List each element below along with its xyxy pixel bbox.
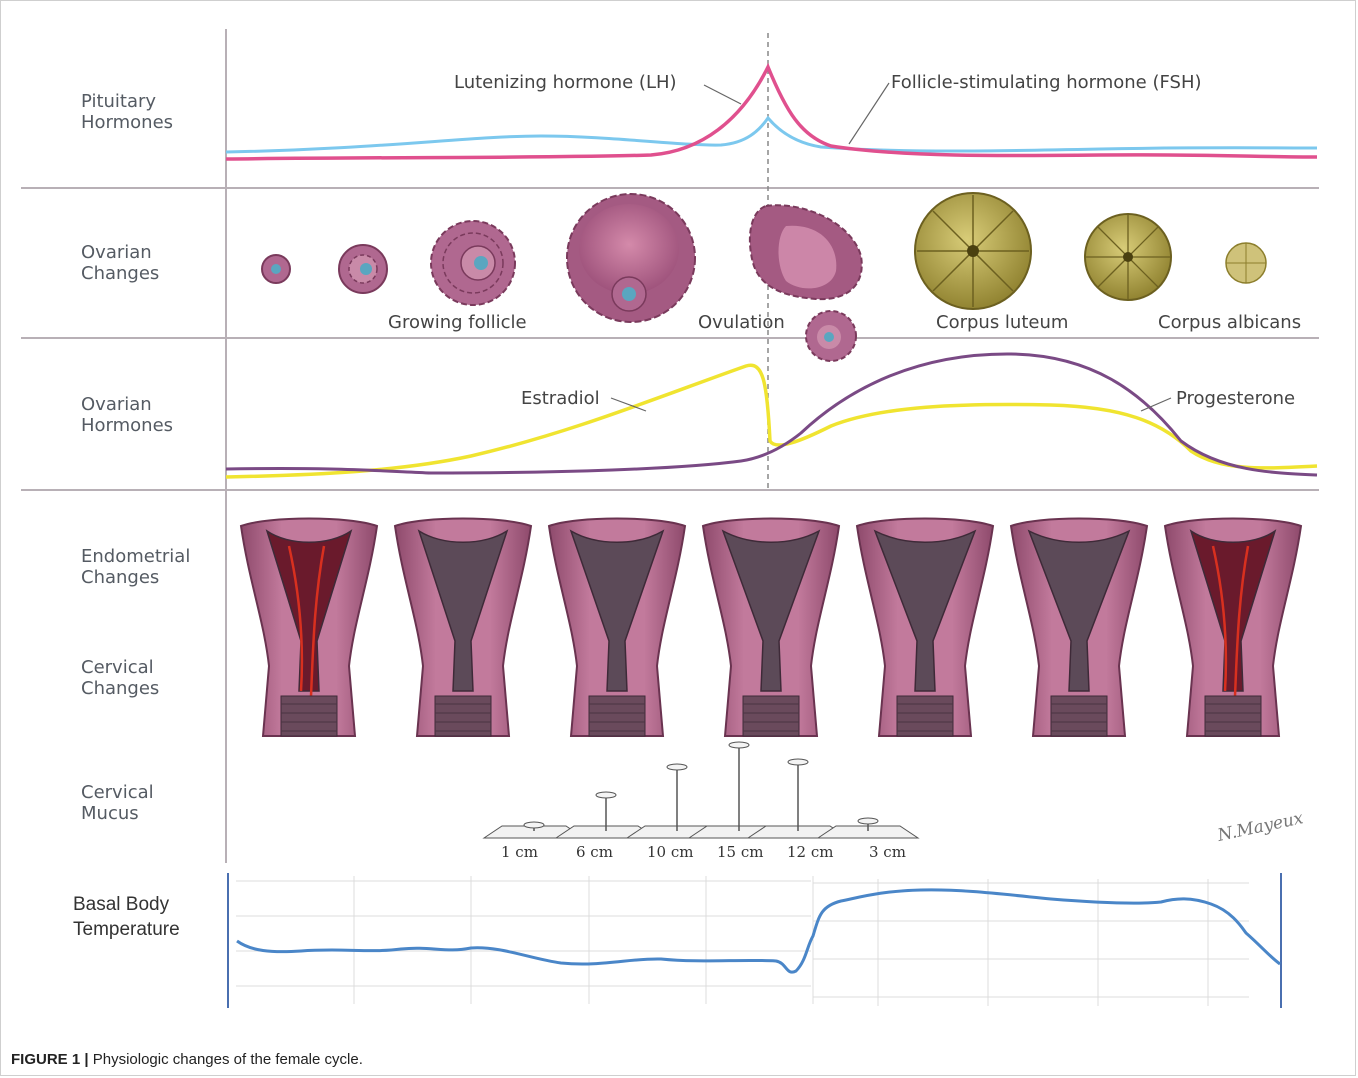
secondary-follicle [431, 221, 515, 305]
mucus-label-3: 10 cm [647, 843, 693, 861]
uterus-6 [1011, 519, 1147, 737]
estradiol-label: Estradiol [521, 388, 600, 409]
figure-caption: FIGURE 1 | Physiologic changes of the fe… [11, 1051, 363, 1068]
corpus-luteum-small [1085, 214, 1171, 300]
corpus-luteum-large [915, 193, 1031, 309]
caption-label: FIGURE 1 | [11, 1051, 89, 1068]
corpus-albicans [1226, 243, 1266, 283]
fsh-leader [849, 83, 889, 144]
fsh-label: Follicle-stimulating hormone (FSH) [891, 72, 1202, 93]
lh-label: Lutenizing hormone (LH) [454, 72, 677, 93]
artist-signature: N.Mayeux [1215, 808, 1306, 846]
uterus-2 [395, 519, 531, 737]
bbt-curve [237, 890, 1280, 972]
progesterone-label: Progesterone [1176, 388, 1295, 409]
estradiol-curve [226, 365, 1317, 477]
uterus-3 [549, 519, 685, 737]
uterus-1 [241, 519, 377, 737]
mucus-label-2: 6 cm [576, 843, 613, 861]
uterus-7 [1165, 519, 1301, 737]
growing-follicle-label: Growing follicle [388, 312, 527, 333]
mucus-label-5: 12 cm [787, 843, 833, 861]
mucus-slide-4 [689, 742, 789, 838]
cervical-mucus-row [484, 742, 918, 838]
mucus-slide-6 [818, 818, 918, 838]
mucus-label-1: 1 cm [501, 843, 538, 861]
progesterone-curve [226, 354, 1317, 475]
bbt-grid [236, 876, 1249, 1006]
uterus-row [241, 519, 1301, 737]
corpus-luteum-label: Corpus luteum [936, 312, 1068, 333]
primary-follicle [339, 245, 387, 293]
ovulation-label: Ovulation [698, 312, 785, 333]
caption-text: Physiologic changes of the female cycle. [93, 1051, 363, 1068]
corpus-albicans-label: Corpus albicans [1158, 312, 1301, 333]
primordial-follicle [262, 255, 290, 283]
lh-leader [704, 85, 741, 104]
mucus-label-6: 3 cm [869, 843, 906, 861]
uterus-4 [703, 519, 839, 737]
fsh-curve [226, 118, 1317, 152]
mucus-label-4: 15 cm [717, 843, 763, 861]
antral-follicle [567, 194, 695, 322]
uterus-5 [857, 519, 993, 737]
